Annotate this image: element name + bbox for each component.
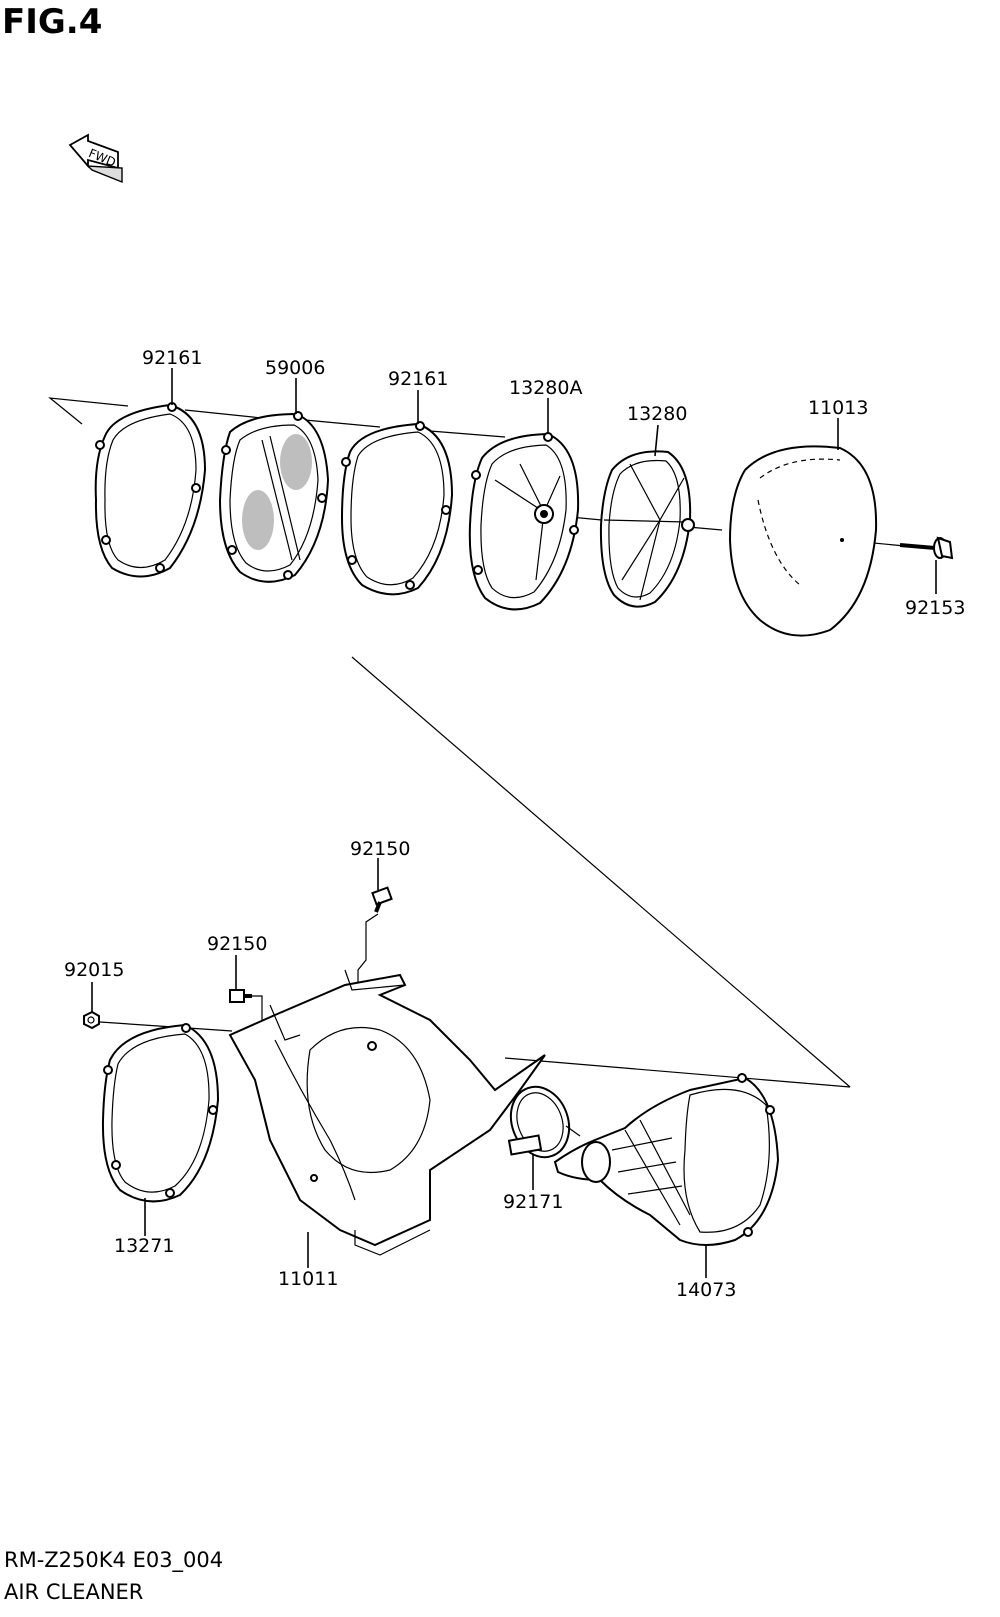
callout-92161-right: 92161 [388, 368, 448, 390]
callout-59006: 59006 [265, 357, 325, 379]
callout-92153: 92153 [905, 597, 965, 619]
gasket-92161-right [340, 421, 454, 596]
nut-92015 [83, 1010, 100, 1030]
callout-92150-left: 92150 [207, 933, 267, 955]
fwd-arrow-icon: FWD [68, 133, 123, 184]
clamp-92171 [507, 1085, 581, 1159]
leader-lines [91, 368, 937, 1278]
model-code: RM-Z250K4 E03_004 [4, 1548, 224, 1572]
callout-92150-top: 92150 [350, 838, 410, 860]
gasket-92161-left [94, 402, 207, 578]
case-11011 [228, 969, 546, 1256]
callout-92161-left: 92161 [142, 347, 202, 369]
callout-11013: 11013 [808, 397, 868, 419]
cage-13280 [599, 450, 695, 608]
figure-title: FIG.4 [2, 2, 103, 42]
callout-14073: 14073 [676, 1279, 736, 1301]
duct-14073 [553, 1073, 780, 1246]
callout-92171: 92171 [503, 1191, 563, 1213]
cage-13280A [468, 432, 580, 611]
callout-13280A: 13280A [509, 377, 582, 399]
section-name: AIR CLEANER [4, 1580, 144, 1604]
callout-13271: 13271 [114, 1235, 174, 1257]
callout-11011: 11011 [278, 1268, 338, 1290]
callout-labels: 92161 59006 92161 13280A 13280 11013 921… [64, 347, 965, 1301]
filter-element-59006 [218, 411, 330, 583]
gasket-13271 [101, 1023, 220, 1203]
element-11013 [728, 445, 878, 637]
callout-92015: 92015 [64, 959, 124, 981]
wing-bolt-92153 [899, 536, 954, 560]
callout-13280: 13280 [627, 403, 687, 425]
bolt-92150-top [357, 886, 393, 985]
